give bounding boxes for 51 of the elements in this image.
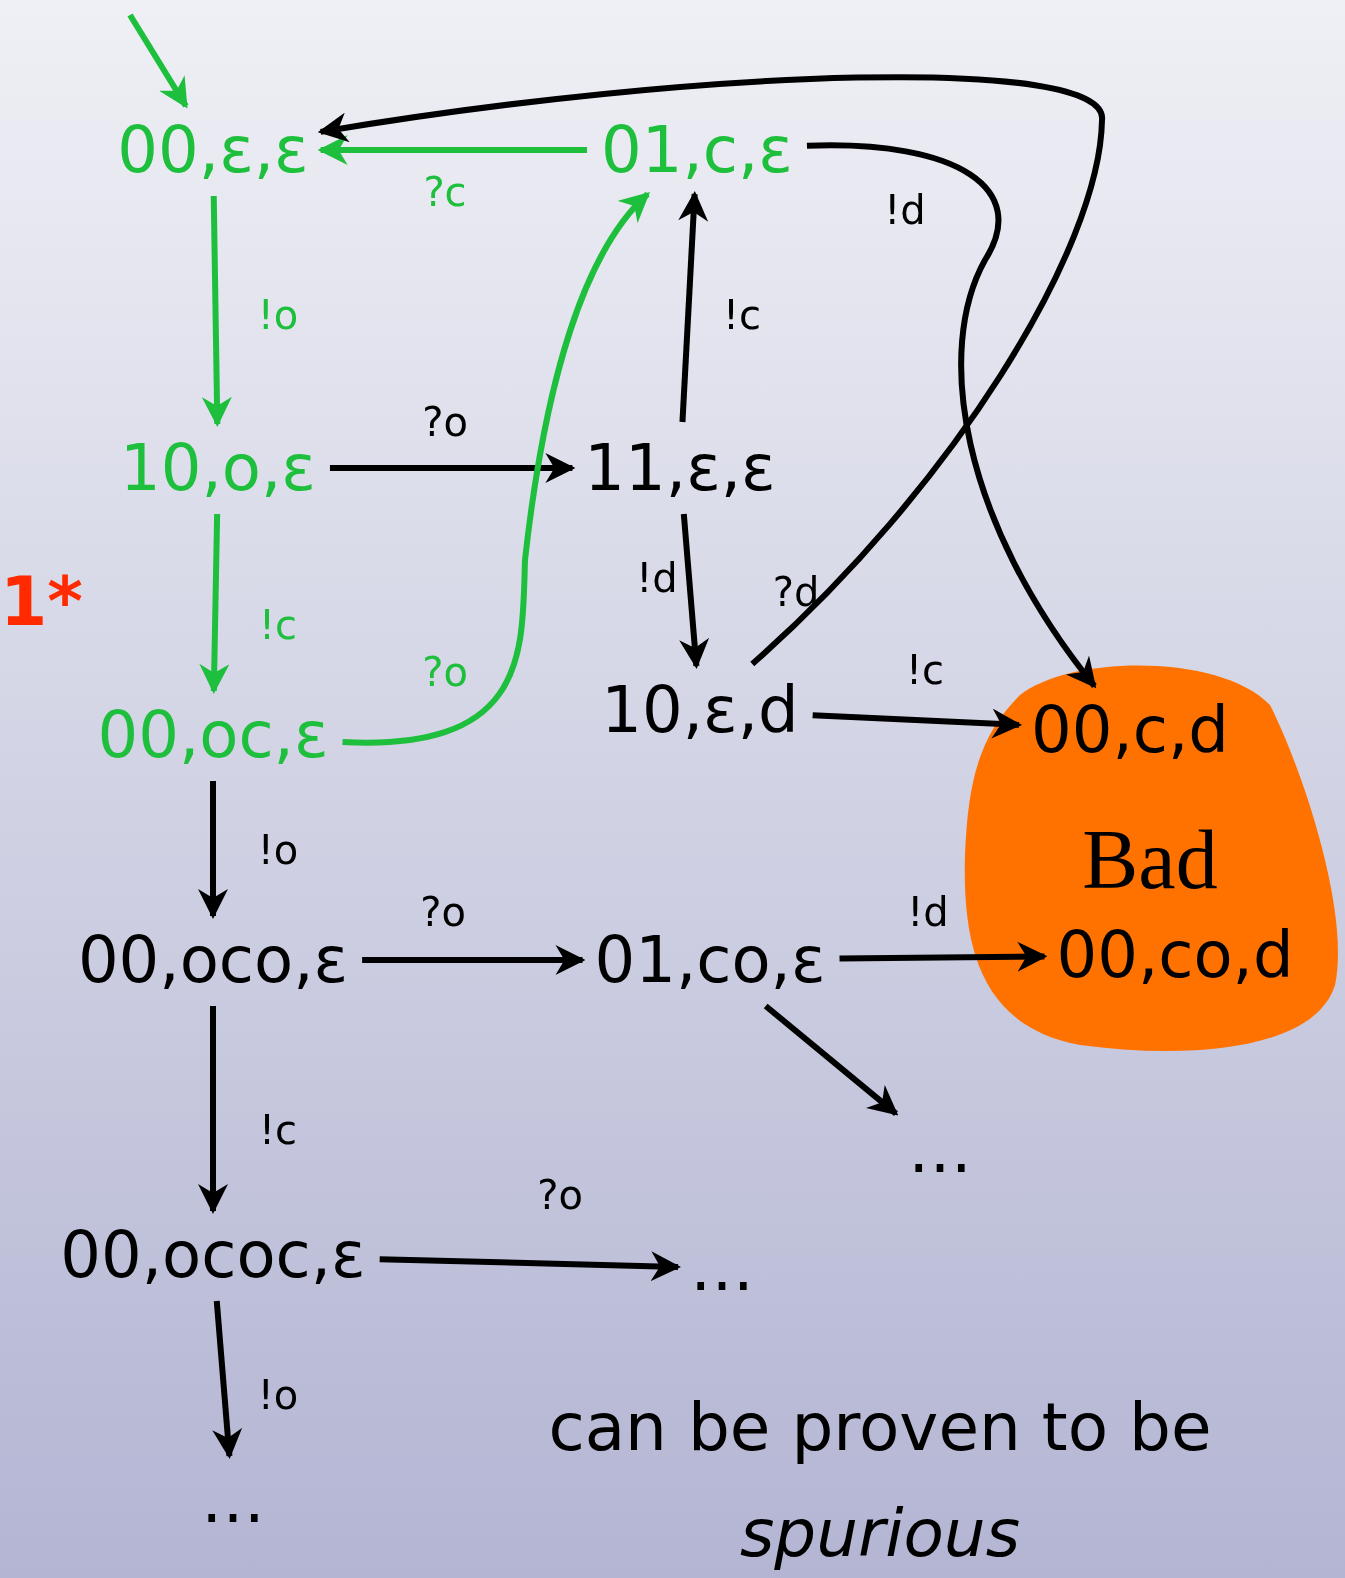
arrow	[198, 1006, 228, 1214]
state-label: 00,ε,ε	[117, 118, 309, 182]
arrow	[678, 191, 709, 423]
region-title: Bad	[1082, 818, 1218, 902]
edge-label: ?c	[423, 172, 467, 212]
arrow	[763, 1003, 899, 1116]
edge-label: !o	[257, 295, 299, 335]
arrow	[679, 513, 710, 669]
edge-label: ?d	[772, 572, 820, 612]
edge-label: !c	[723, 295, 761, 335]
edge-label: ?o	[422, 652, 468, 692]
state-label: 01,c,ε	[601, 118, 793, 182]
arrow	[199, 513, 230, 694]
state-label: …	[201, 1468, 265, 1532]
state-label: 10,ε,d	[601, 678, 799, 742]
edge-label: !c	[259, 605, 297, 645]
arrow	[198, 781, 228, 919]
edge-label: ?o	[537, 1175, 583, 1215]
edge-label: ?o	[420, 892, 466, 932]
state-label: 00,oco,ε	[77, 928, 349, 992]
marker-label: 1*	[0, 568, 83, 636]
edge-label: !o	[257, 1375, 299, 1415]
arrow	[362, 945, 586, 975]
edge-label: !c	[906, 650, 944, 690]
state-label: 11,ε,ε	[584, 436, 776, 500]
state-label: 00,ococ,ε	[60, 1223, 366, 1287]
arrow	[839, 941, 1048, 972]
arrow	[342, 191, 650, 746]
state-label: 00,oc,ε	[97, 703, 329, 767]
edge-label: !o	[257, 830, 299, 870]
arrow	[212, 1300, 243, 1459]
arrow	[379, 1251, 681, 1282]
arrow	[329, 453, 576, 483]
edge-label: !d	[636, 558, 678, 598]
arrow	[812, 708, 1023, 739]
arrow	[127, 13, 189, 109]
state-label: 01,co,ε	[594, 928, 826, 992]
state-label: 00,c,d	[1031, 698, 1229, 762]
state-label: 00,co,d	[1056, 923, 1294, 987]
edge-label: !d	[907, 892, 949, 932]
arrow	[201, 195, 232, 427]
arrow	[317, 135, 588, 165]
state-label: …	[908, 1118, 972, 1182]
edge-label: !c	[259, 1110, 297, 1150]
edge-label: ?o	[422, 402, 468, 442]
state-label: …	[690, 1236, 754, 1300]
arrow	[317, 74, 1105, 667]
arrow	[806, 142, 1097, 689]
state-label: 10,o,ε	[120, 436, 316, 500]
edge-label: !d	[884, 190, 926, 230]
note-text: can be proven to be spurious	[547, 1388, 1213, 1574]
